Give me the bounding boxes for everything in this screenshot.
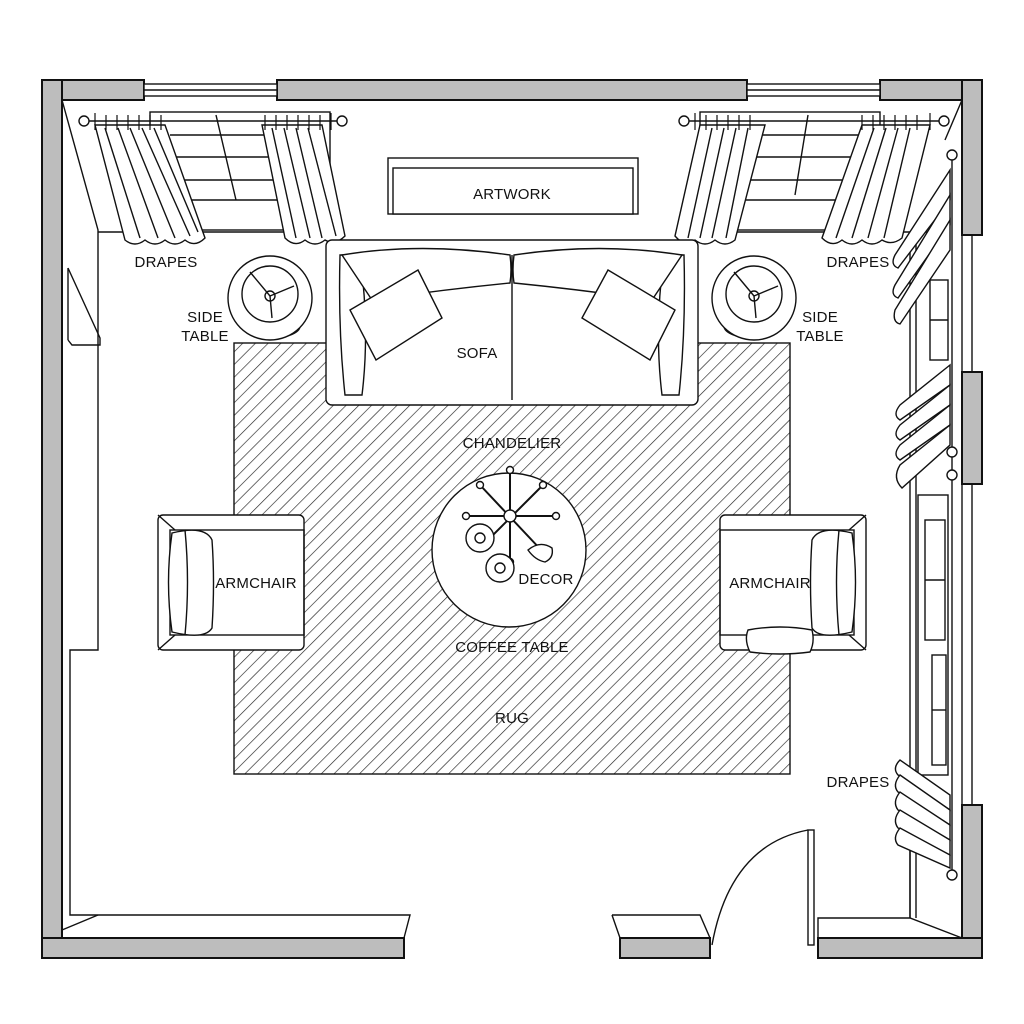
sofa bbox=[325, 239, 699, 406]
wall-bottom-right bbox=[817, 937, 983, 959]
drapes-top-left bbox=[78, 113, 348, 245]
wall-right-middle bbox=[961, 371, 983, 485]
drapes-right-bottom bbox=[894, 759, 951, 870]
artwork bbox=[387, 157, 639, 215]
label-chandelier: CHANDELIER bbox=[463, 435, 562, 452]
label-decor: DECOR bbox=[518, 571, 573, 588]
wall-bottom-door-jamb bbox=[619, 937, 711, 959]
label-armchair-right: ARMCHAIR bbox=[729, 575, 811, 592]
armchair-left bbox=[157, 514, 305, 651]
wall-bottom-left bbox=[41, 937, 405, 959]
window-right bbox=[909, 149, 973, 918]
label-coffee-table: COFFEE TABLE bbox=[455, 639, 569, 656]
side-table-left bbox=[227, 255, 313, 341]
wall-right-top bbox=[961, 79, 983, 236]
label-artwork: ARTWORK bbox=[473, 186, 551, 203]
side-table-right bbox=[711, 255, 797, 341]
label-armchair-left: ARMCHAIR bbox=[215, 575, 297, 592]
decor bbox=[465, 523, 554, 583]
label-drapes-right: DRAPES bbox=[827, 774, 890, 791]
label-side-table-right-2: TABLE bbox=[796, 328, 843, 345]
drapes-right-middle bbox=[895, 363, 951, 489]
armchair-right bbox=[719, 514, 867, 655]
drapes-right-top bbox=[892, 167, 951, 325]
wall-right-bottom bbox=[961, 804, 983, 959]
drapes-top-right bbox=[674, 113, 950, 245]
label-side-table-right-1: SIDE bbox=[802, 309, 838, 326]
labels: ARTWORK DRAPES DRAPES DRAPES SIDE TABLE … bbox=[135, 186, 890, 791]
label-rug: RUG bbox=[495, 710, 529, 727]
label-side-table-left-1: SIDE bbox=[187, 309, 223, 326]
label-side-table-left-2: TABLE bbox=[181, 328, 228, 345]
label-drapes-top-left: DRAPES bbox=[135, 254, 198, 271]
wall-top-center bbox=[276, 79, 748, 101]
wall-left bbox=[41, 79, 63, 959]
label-drapes-top-right: DRAPES bbox=[827, 254, 890, 271]
label-sofa: SOFA bbox=[457, 345, 498, 362]
door bbox=[711, 829, 815, 946]
